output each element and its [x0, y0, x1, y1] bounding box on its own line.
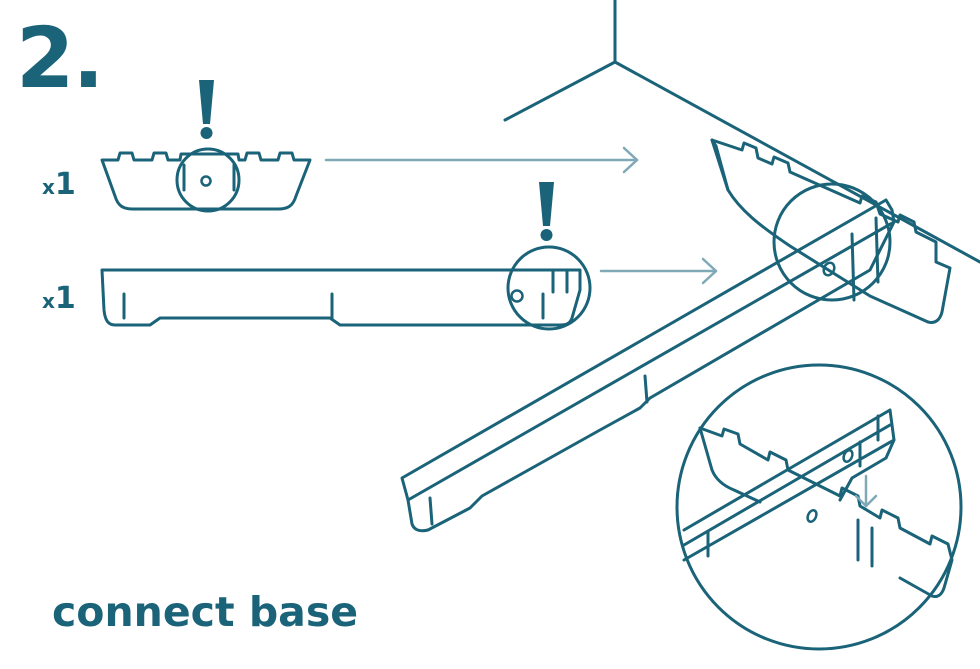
assembled-short-piece [710, 138, 952, 324]
quantity-count: 1 [54, 167, 76, 202]
warning-icon [539, 182, 554, 241]
room-corner-lines [503, 0, 980, 264]
detail-circle-long [506, 245, 592, 331]
quantity-label-short-piece: x1 [42, 170, 76, 200]
warning-icon [199, 80, 214, 139]
detail-circle-short [175, 147, 241, 213]
step-caption: connect base [52, 588, 359, 636]
short-base-piece [100, 151, 312, 211]
arrow-right-icon [324, 146, 639, 174]
arrow-down-icon [854, 474, 878, 508]
quantity-label-long-piece: x1 [42, 284, 76, 314]
assembled-long-piece [400, 198, 896, 533]
detail-circle-assembly [772, 182, 892, 302]
quantity-count: 1 [54, 281, 76, 316]
step-number: 2. [16, 9, 104, 107]
long-base-piece [100, 268, 582, 327]
zoom-detail-view [675, 363, 963, 651]
arrow-right-icon [599, 257, 718, 285]
quantity-prefix: x [42, 175, 55, 199]
quantity-prefix: x [42, 289, 55, 313]
